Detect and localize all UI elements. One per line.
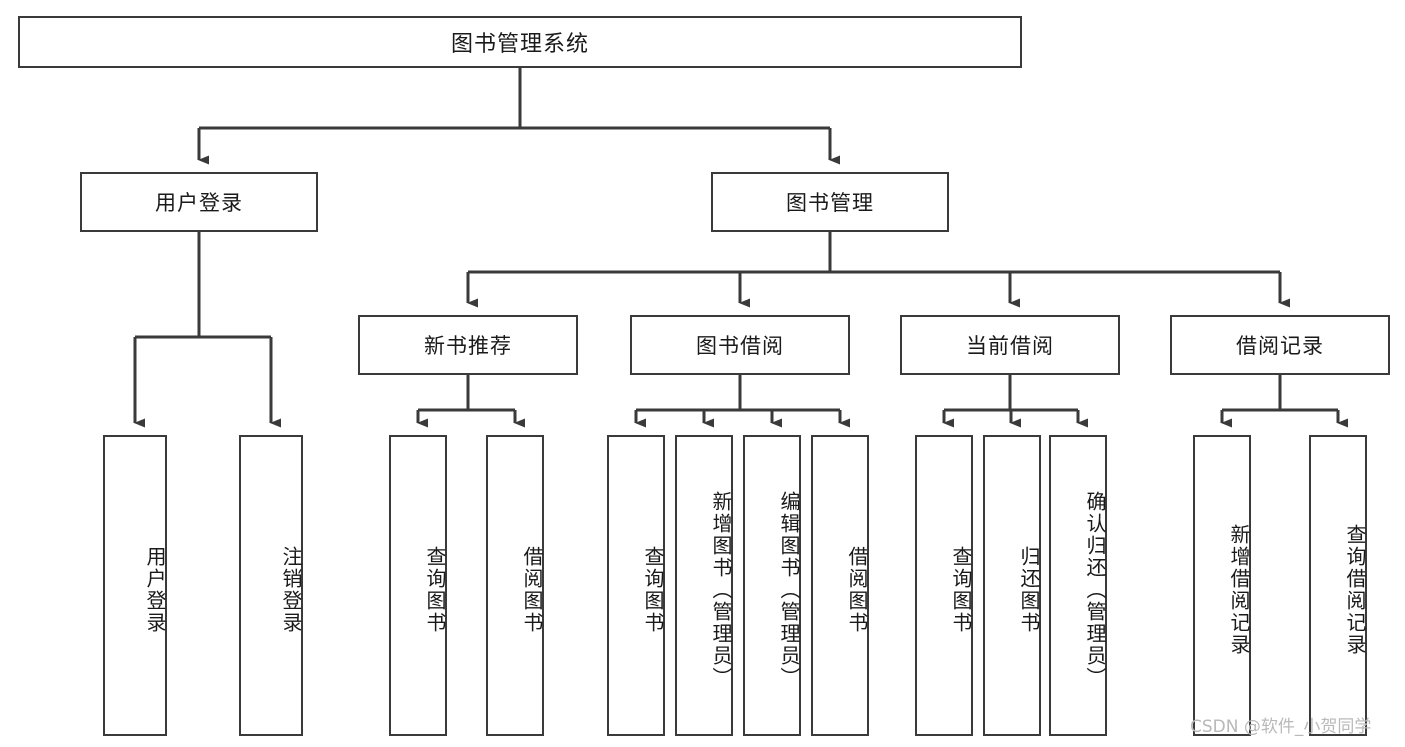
node-borrow-record-label: 借阅记录: [1236, 334, 1324, 358]
leaf-confirm-return-label: 确认归还（管理员）: [1083, 490, 1107, 689]
leaf-query-book-1[interactable]: 查询图书: [389, 435, 447, 736]
node-root-label: 图书管理系统: [450, 32, 589, 57]
node-book-borrow[interactable]: 图书借阅: [630, 315, 850, 375]
node-user-login-label: 用户登录: [155, 191, 243, 215]
node-current-borrow-label: 当前借阅: [966, 334, 1054, 358]
leaf-borrow-book-2[interactable]: 借阅图书: [811, 435, 869, 736]
node-root[interactable]: 图书管理系统: [18, 16, 1022, 68]
leaf-query-record[interactable]: 查询借阅记录: [1309, 435, 1367, 736]
leaf-edit-book[interactable]: 编辑图书（管理员）: [743, 435, 801, 736]
node-current-borrow[interactable]: 当前借阅: [900, 315, 1120, 375]
leaf-edit-book-label: 编辑图书（管理员）: [777, 490, 801, 689]
leaf-add-record-label: 新增借阅记录: [1227, 523, 1251, 656]
node-new-book-rec[interactable]: 新书推荐: [358, 315, 578, 375]
node-new-book-rec-label: 新书推荐: [424, 334, 512, 358]
leaf-query-record-label: 查询借阅记录: [1343, 523, 1367, 656]
leaf-query-book-2-label: 查询图书: [641, 545, 665, 634]
leaf-query-book-1-label: 查询图书: [423, 545, 447, 634]
node-user-login[interactable]: 用户登录: [80, 172, 318, 232]
leaf-query-book-2[interactable]: 查询图书: [607, 435, 665, 736]
leaf-add-book[interactable]: 新增图书（管理员）: [675, 435, 733, 736]
leaf-add-record[interactable]: 新增借阅记录: [1193, 435, 1251, 736]
leaf-borrow-book-1-label: 借阅图书: [520, 545, 544, 634]
watermark: CSDN @软件_小贺同学: [1190, 717, 1372, 737]
node-book-manage[interactable]: 图书管理: [711, 172, 949, 232]
leaf-user-login[interactable]: 用户登录: [103, 435, 167, 736]
leaf-add-book-label: 新增图书（管理员）: [709, 490, 733, 689]
node-book-manage-label: 图书管理: [786, 191, 874, 215]
leaf-query-book-3[interactable]: 查询图书: [915, 435, 973, 736]
leaf-return-book[interactable]: 归还图书: [983, 435, 1041, 736]
leaf-logout[interactable]: 注销登录: [239, 435, 303, 736]
leaf-borrow-book-1[interactable]: 借阅图书: [486, 435, 544, 736]
leaf-logout-label: 注销登录: [279, 545, 303, 634]
leaf-user-login-label: 用户登录: [143, 545, 167, 634]
leaf-query-book-3-label: 查询图书: [949, 545, 973, 634]
leaf-return-book-label: 归还图书: [1017, 545, 1041, 634]
leaf-borrow-book-2-label: 借阅图书: [845, 545, 869, 634]
leaf-confirm-return[interactable]: 确认归还（管理员）: [1049, 435, 1107, 736]
node-book-borrow-label: 图书借阅: [696, 334, 784, 358]
node-borrow-record[interactable]: 借阅记录: [1170, 315, 1390, 375]
